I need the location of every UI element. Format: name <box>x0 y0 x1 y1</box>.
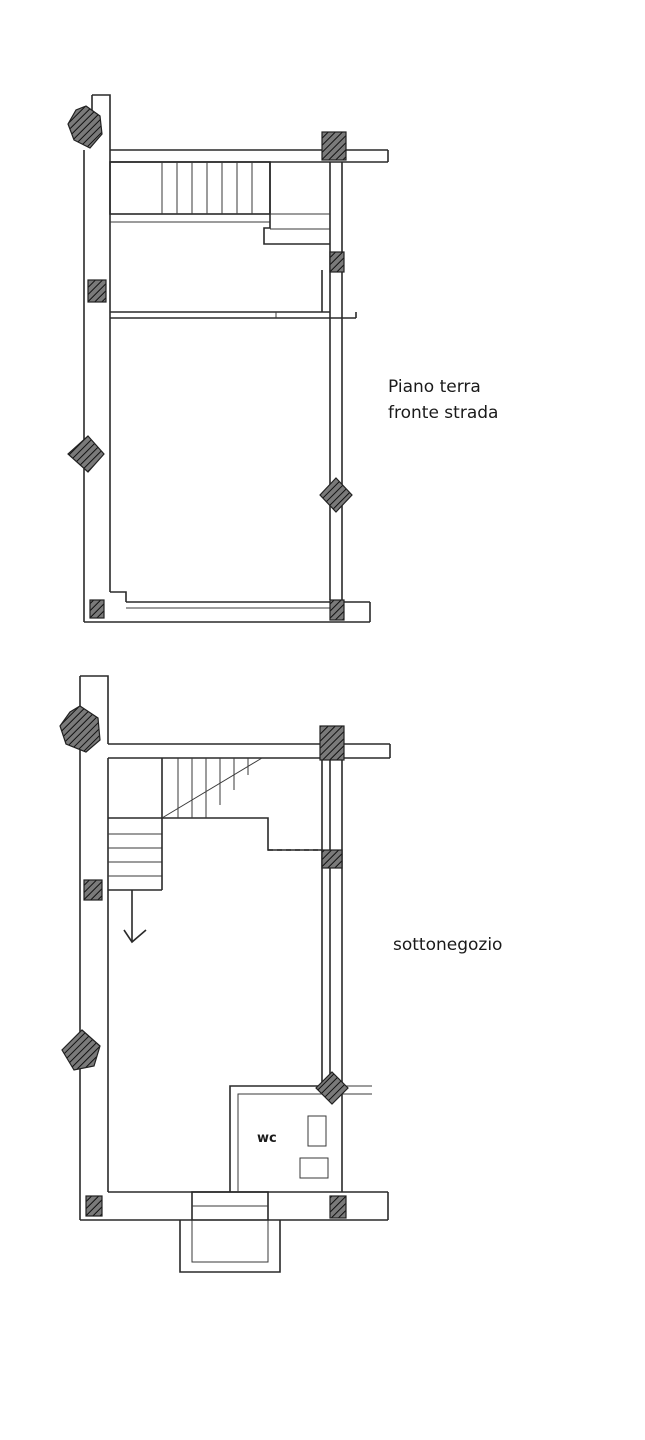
column-marker <box>315 1071 349 1105</box>
column-marker <box>321 849 343 869</box>
column-marker <box>83 879 103 901</box>
wc-label: wc <box>257 1131 277 1146</box>
column-marker <box>329 599 345 621</box>
basement-plan <box>59 675 391 1273</box>
ground-floor-label-line: fronte strada <box>388 403 499 423</box>
column-marker <box>67 435 105 473</box>
column-marker <box>319 725 345 761</box>
column-marker <box>319 477 353 513</box>
ground-floor-plan <box>67 94 389 623</box>
column-marker <box>87 279 107 303</box>
ground-partition <box>110 270 357 319</box>
basement-columns <box>59 705 349 1219</box>
ground-bottom-wall <box>84 601 371 623</box>
basement-stairs <box>108 757 322 944</box>
ground-floor-label-line: Piano terra <box>388 377 481 397</box>
ground-right-wall <box>329 162 343 600</box>
column-marker <box>321 131 347 161</box>
column-marker <box>85 1195 103 1217</box>
column-marker <box>59 705 101 753</box>
ground-columns <box>67 105 353 621</box>
wc-fixture <box>299 1157 329 1179</box>
column-marker <box>67 105 103 149</box>
ground-stairs <box>109 161 330 245</box>
wc-fixture <box>307 1115 327 1147</box>
ground-left-wall <box>83 94 127 622</box>
basement-right-wall <box>321 758 343 1192</box>
column-marker <box>329 1195 347 1219</box>
column-marker <box>89 599 105 619</box>
column-marker <box>329 251 345 273</box>
basement-label: sottonegozio <box>393 935 503 955</box>
wc-room <box>229 1085 372 1192</box>
basement-entrance <box>179 1191 281 1273</box>
column-marker <box>61 1029 101 1071</box>
basement-top-wall <box>108 743 391 759</box>
ground-floor-label: Piano terra fronte strada <box>388 374 498 426</box>
basement-left-wall <box>79 675 109 1220</box>
